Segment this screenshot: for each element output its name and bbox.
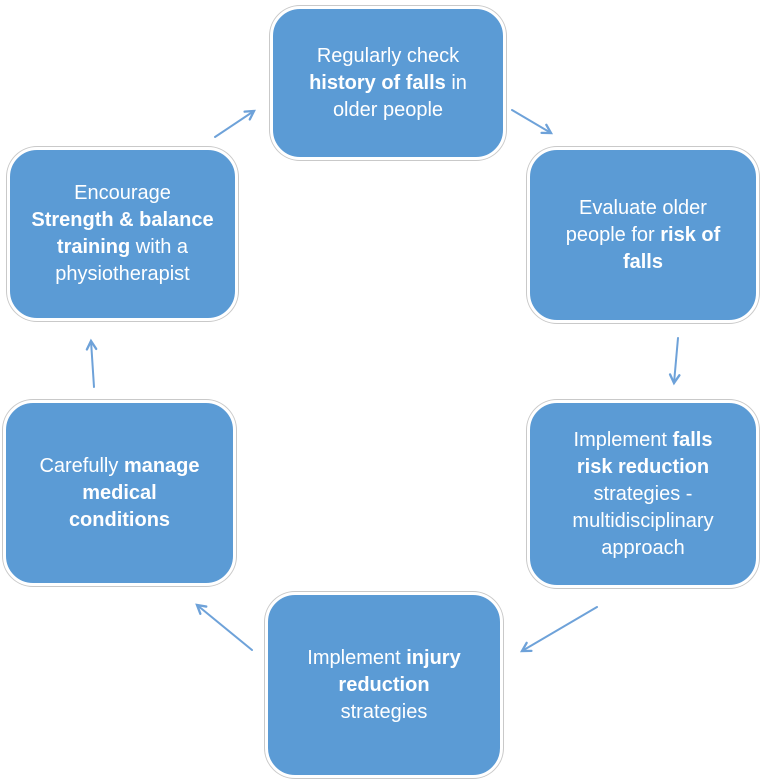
arrow-riskreduction-to-injury-icon	[519, 606, 598, 653]
node-label: Carefully manage medical conditions	[39, 454, 200, 531]
cycle-node-evaluate-risk-of-falls: Evaluate older people for risk of falls	[527, 147, 759, 323]
arrow-evaluate-to-riskreduction-icon	[668, 337, 681, 386]
cycle-node-falls-risk-reduction: Implement falls risk reduction strategie…	[527, 400, 759, 588]
node-label: Implement falls risk reduction strategie…	[572, 428, 714, 559]
cycle-node-injury-reduction: Implement injury reduction strategies	[265, 592, 503, 778]
node-label: Implement injury reduction strategies	[307, 646, 461, 723]
cycle-node-manage-medical-conditions: Carefully manage medical conditions	[3, 400, 236, 586]
node-label: Encourage Strength & balance training wi…	[31, 182, 214, 285]
arrow-check-to-evaluate-icon	[511, 109, 554, 135]
cycle-node-check-history-of-falls: Regularly check history of falls in olde…	[270, 6, 506, 160]
arrow-medical-to-training-icon	[85, 338, 98, 388]
node-label: Regularly check history of falls in olde…	[309, 44, 467, 121]
arrow-training-to-check-icon	[214, 109, 256, 138]
arrow-injury-to-medical-icon	[195, 603, 253, 651]
node-label: Evaluate older people for risk of falls	[565, 196, 721, 273]
cycle-node-strength-balance-training: Encourage Strength & balance training wi…	[7, 147, 238, 321]
